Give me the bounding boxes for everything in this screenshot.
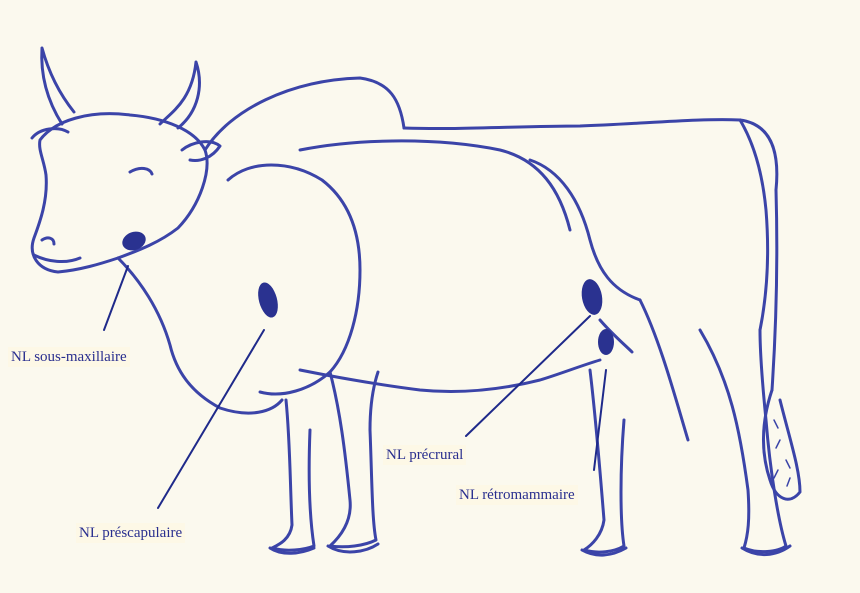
label-nl-precrural: NL précrural [383, 445, 466, 465]
neck-back [205, 78, 404, 150]
shoulder [228, 165, 360, 394]
node-sous-maxillaire [120, 228, 149, 253]
right-horn [160, 62, 199, 128]
label-nl-retromammaire: NL rétromammaire [456, 485, 578, 505]
eye [130, 168, 152, 174]
back-line [404, 120, 777, 190]
node-prescapulaire [255, 280, 282, 319]
flank [300, 141, 570, 230]
dewlap [118, 258, 282, 413]
pointer-precrural [466, 316, 590, 436]
tail [772, 190, 777, 390]
belly [300, 360, 600, 392]
hind-leg-left [584, 370, 624, 552]
hock [640, 300, 688, 440]
nostril [42, 238, 54, 244]
head-outline [32, 114, 207, 272]
node-retromammaire [598, 329, 614, 355]
front-leg-left [272, 400, 314, 550]
pointer-sous-maxillaire [104, 266, 128, 330]
front-leg-right [330, 372, 378, 547]
label-nl-sous-maxillaire: NL sous-maxillaire [8, 347, 130, 367]
left-ear [32, 129, 68, 138]
node-precrural [579, 278, 605, 317]
label-nl-prescapulaire: NL préscapulaire [76, 523, 185, 543]
left-horn [42, 48, 74, 124]
mouth [34, 255, 80, 262]
rump [740, 120, 768, 330]
